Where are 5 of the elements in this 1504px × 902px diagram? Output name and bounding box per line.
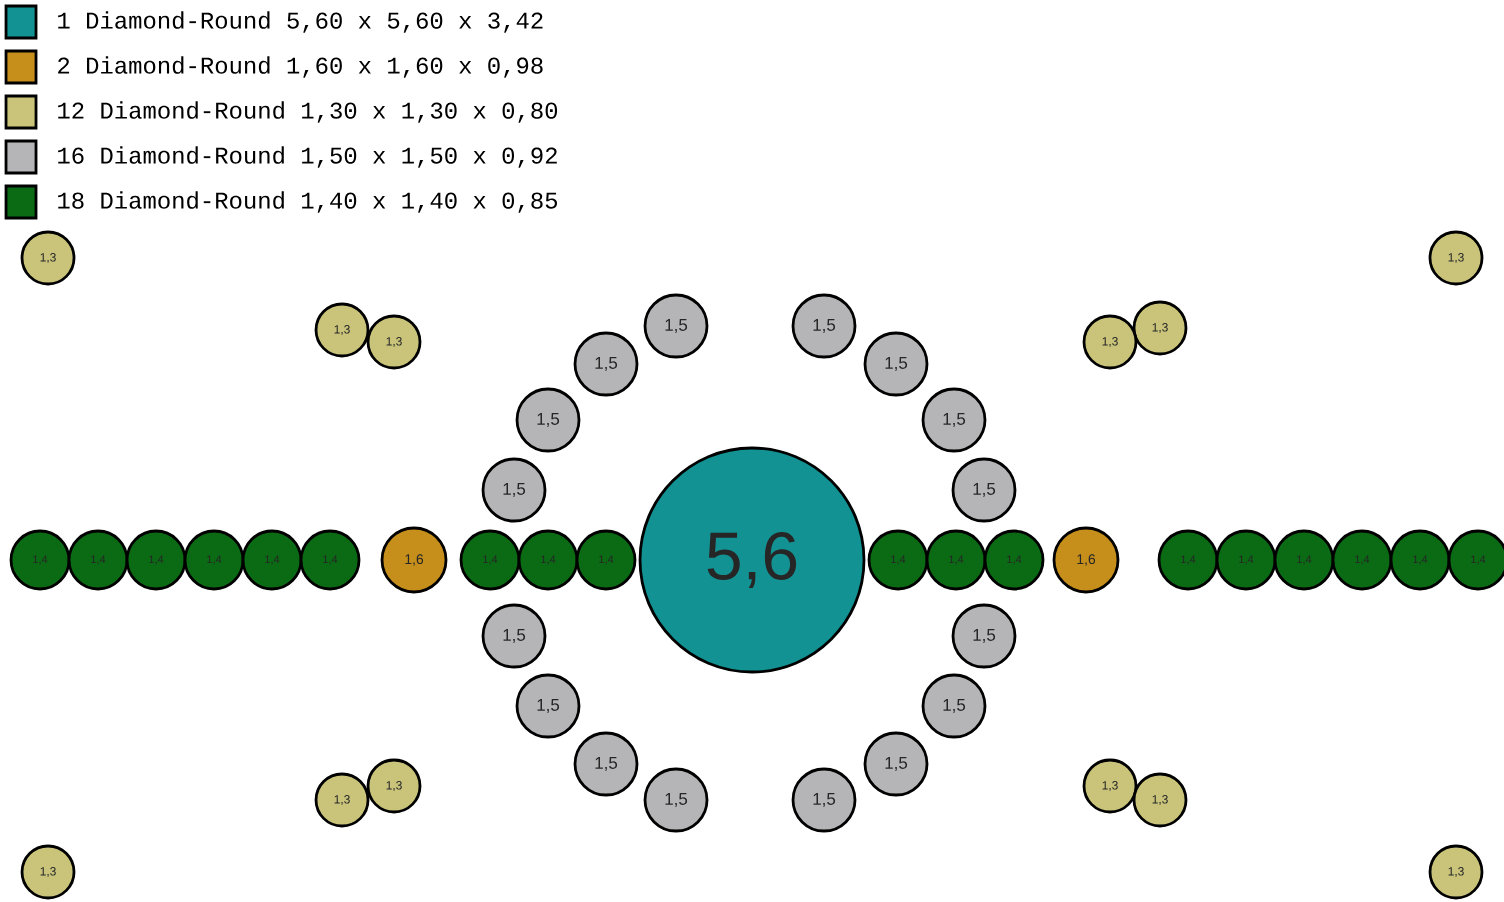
legend-text: 2 Diamond-Round 1,60 x 1,60 x 0,98 xyxy=(58,56,543,78)
legend-text: 1 Diamond-Round 5,60 x 5,60 x 3,42 xyxy=(58,11,543,33)
legend-text: 18 Diamond-Round 1,40 x 1,40 x 0,85 xyxy=(58,191,558,213)
legend-text: 16 Diamond-Round 1,50 x 1,50 x 0,92 xyxy=(58,146,557,168)
legend-text: 12 Diamond-Round 1,30 x 1,30 x 0,80 xyxy=(58,101,558,123)
